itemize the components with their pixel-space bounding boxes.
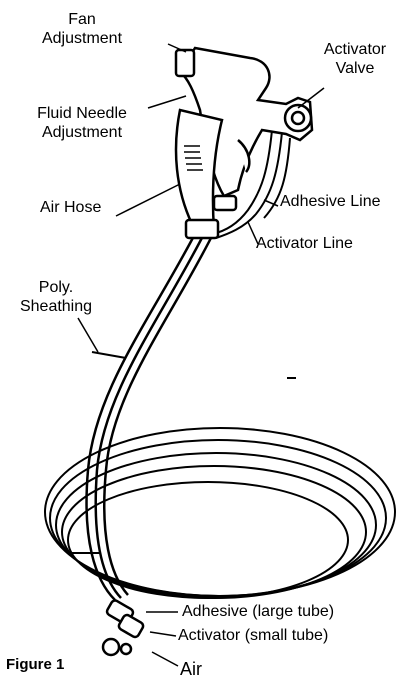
label-activator-small-tube: Activator (small tube) [178, 626, 328, 645]
label-activator-line: Activator Line [256, 234, 353, 253]
sheathing-band [92, 352, 126, 358]
label-fluid-needle-adjustment: Fluid Needle Adjustment [12, 104, 152, 142]
label-adhesive-line: Adhesive Line [280, 192, 381, 211]
figure-caption: Figure 1 [6, 656, 64, 673]
hose-fittings [103, 599, 145, 655]
label-air: Air [180, 660, 202, 679]
label-adhesive-large-tube: Adhesive (large tube) [182, 602, 334, 621]
label-air-hose: Air Hose [40, 198, 101, 217]
label-poly-sheathing: Poly. Sheathing [6, 278, 106, 316]
label-fan-adjustment: Fan Adjustment [22, 10, 142, 48]
label-activator-valve: Activator Valve [300, 40, 410, 78]
